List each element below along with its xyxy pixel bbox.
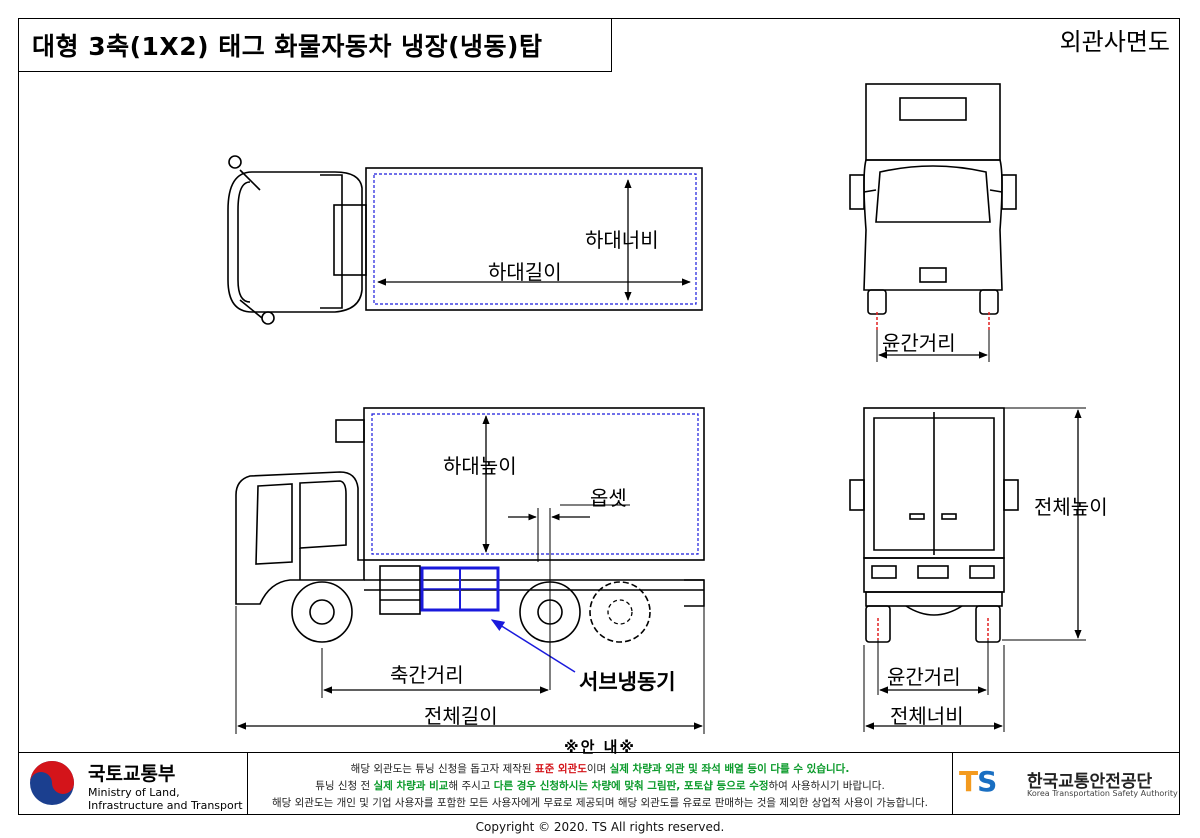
notice-line-2: 튜닝 신청 전 실제 차량과 비교해 주시고 다른 경우 신청하시는 차량에 맞… — [315, 780, 885, 792]
ts-name-en: Korea Transportation Safety Authority — [1027, 789, 1178, 798]
offset-label: 옵셋 — [590, 486, 627, 510]
copyright: Copyright © 2020. TS All rights reserved… — [475, 820, 725, 834]
notice-line-3: 해당 외관도는 개인 및 기업 사용자를 포함한 모든 사용자에게 무료로 제공… — [271, 797, 928, 809]
view-label: 외관사면도 — [1059, 28, 1170, 56]
notice-line-1: 해당 외관도는 튜닝 신청을 돕고자 제작된 표준 외관도이며 실제 차량과 외… — [350, 763, 850, 775]
overall-width-label: 전체너비 — [890, 704, 964, 728]
ministry-name-en-2: Infrastructure and Transport — [88, 799, 243, 812]
wheelbase-label: 축간거리 — [390, 663, 464, 687]
top-cargo-outline — [373, 173, 697, 305]
rear-view — [849, 407, 1019, 643]
side-view — [235, 407, 705, 643]
cargo-height-label: 하대높이 — [443, 454, 517, 478]
ts-name-ko: 한국교통안전공단 — [1027, 772, 1153, 792]
overall-length-label: 전체길이 — [424, 704, 498, 728]
overall-height-label: 전체높이 — [1034, 495, 1108, 519]
ministry-name-ko: 국토교통부 — [88, 763, 176, 785]
ministry-name-en-1: Ministry of Land, — [88, 786, 180, 799]
front-track-label: 윤간거리 — [882, 331, 956, 355]
side-cargo-outline — [371, 413, 699, 555]
tag-axle-wheel — [589, 581, 651, 643]
cargo-width-label: 하대너비 — [585, 228, 659, 252]
ts-logo-block: TS 한국교통안전공단 Korea Transportation Safety … — [952, 753, 1180, 815]
page-title: 대형 3축(1X2) 태그 화물자동차 냉장(냉동)탑 — [32, 32, 543, 61]
ts-logo: TS — [959, 765, 997, 798]
cargo-length-label: 하대길이 — [488, 260, 562, 284]
front-view — [849, 83, 1017, 315]
drawing-frame — [18, 18, 1180, 815]
ministry-emblem — [30, 761, 74, 805]
top-view — [227, 155, 703, 325]
notice-text: 해당 외관도는 튜닝 신청을 돕고자 제작된 표준 외관도이며 실제 차량과 외… — [250, 761, 950, 812]
notice-title: ※안 내※ — [564, 738, 636, 756]
sub-freezer-arrow — [490, 619, 576, 673]
ministry-logo-block: 국토교통부 Ministry of Land, Infrastructure a… — [18, 753, 248, 815]
rear-track-label: 윤간거리 — [887, 665, 961, 689]
sub-freezer-label: 서브냉동기 — [579, 670, 676, 694]
footer: 국토교통부 Ministry of Land, Infrastructure a… — [18, 752, 1180, 815]
title-box: 대형 3축(1X2) 태그 화물자동차 냉장(냉동)탑 — [18, 18, 612, 72]
